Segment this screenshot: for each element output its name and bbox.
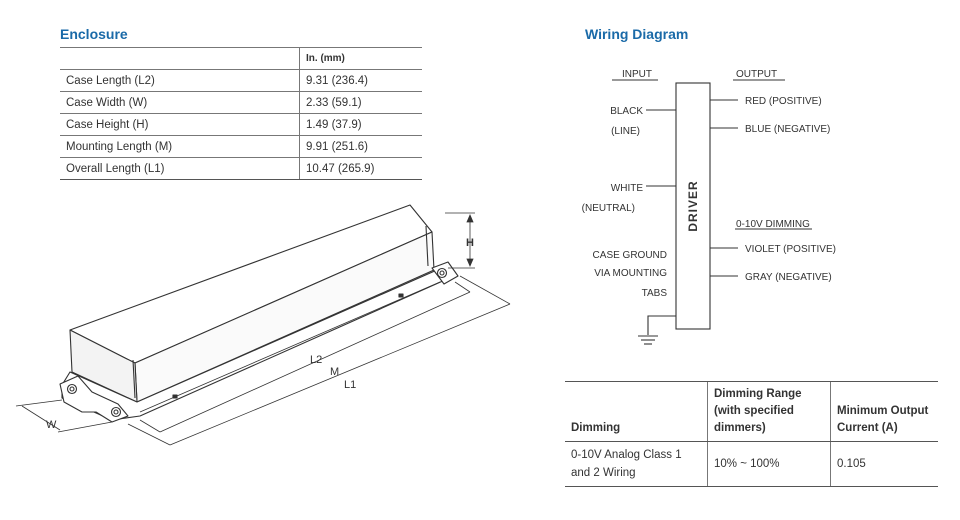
ground-label-3: TABS	[642, 288, 668, 299]
table-row: Overall Length (L1) 10.47 (265.9)	[60, 157, 422, 180]
dimming-table: Dimming Dimming Range (with specified di…	[565, 381, 938, 487]
neutral-label: (NEUTRAL)	[582, 203, 635, 214]
row-label: Case Width (W)	[60, 91, 300, 114]
table-row: Mounting Length (M) 9.91 (251.6)	[60, 135, 422, 158]
black-wire-label: BLACK	[610, 106, 643, 117]
row-value: 9.91 (251.6)	[299, 135, 422, 158]
row-value: 2.33 (59.1)	[299, 91, 422, 114]
row-value: 9.31 (236.4)	[299, 69, 422, 92]
violet-wire-label: VIOLET (POSITIVE)	[745, 244, 836, 255]
wiring-diagram: INPUT OUTPUT BLACK (LINE) WHITE (NEUTRAL…	[582, 69, 836, 345]
table-row: Case Height (H) 1.49 (37.9)	[60, 113, 422, 136]
ground-label-1: CASE GROUND	[593, 250, 667, 261]
enclosure-table: In. (mm) Case Length (L2) 9.31 (236.4) C…	[60, 47, 422, 180]
table-row: 0-10V Analog Class 1 and 2 Wiring 10% ~ …	[565, 441, 938, 487]
dimming-type-cell: 0-10V Analog Class 1 and 2 Wiring	[565, 441, 708, 487]
row-value: 1.49 (37.9)	[299, 113, 422, 136]
header-min-current: Minimum Output Current (A)	[830, 381, 938, 442]
min-current-cell: 0.105	[830, 441, 938, 487]
row-label: Overall Length (L1)	[60, 157, 300, 180]
blue-wire-label: BLUE (NEGATIVE)	[745, 124, 830, 135]
dim-label-w: W	[46, 419, 57, 431]
dimming-table-header: Dimming Dimming Range (with specified di…	[565, 381, 938, 442]
empty-header-cell	[60, 47, 300, 70]
dimming-range-cell: 10% ~ 100%	[707, 441, 831, 487]
enclosure-drawing: H L2 M L1 W	[15, 204, 511, 446]
mounting-tab-left	[59, 375, 129, 423]
row-label: Case Length (L2)	[60, 69, 300, 92]
mounting-tab-right	[431, 261, 459, 285]
row-value: 10.47 (265.9)	[299, 157, 422, 180]
red-wire-label: RED (POSITIVE)	[745, 96, 822, 107]
dimming-label: 0-10V DIMMING	[736, 219, 810, 230]
driver-label: DRIVER	[686, 180, 700, 231]
table-row: Case Length (L2) 9.31 (236.4)	[60, 69, 422, 92]
enclosure-table-header: In. (mm)	[60, 47, 422, 70]
header-dimming: Dimming	[565, 381, 708, 442]
unit-header: In. (mm)	[299, 47, 422, 70]
ground-label-2: VIA MOUNTING	[594, 268, 667, 279]
table-row: Case Width (W) 2.33 (59.1)	[60, 91, 422, 114]
input-label: INPUT	[622, 69, 652, 80]
enclosure-title: Enclosure	[60, 26, 128, 42]
row-label: Case Height (H)	[60, 113, 300, 136]
wiring-title: Wiring Diagram	[585, 26, 689, 42]
dim-label-l2: L2	[310, 354, 322, 366]
line-label: (LINE)	[611, 126, 640, 137]
white-wire-label: WHITE	[611, 183, 644, 194]
dim-label-h: H	[466, 237, 474, 249]
row-label: Mounting Length (M)	[60, 135, 300, 158]
dim-label-m: M	[330, 366, 339, 378]
output-label: OUTPUT	[736, 69, 777, 80]
gray-wire-label: GRAY (NEGATIVE)	[745, 272, 832, 283]
dim-label-l1: L1	[344, 379, 356, 391]
driver-box	[675, 82, 711, 330]
header-dimming-range: Dimming Range (with specified dimmers)	[707, 381, 831, 442]
